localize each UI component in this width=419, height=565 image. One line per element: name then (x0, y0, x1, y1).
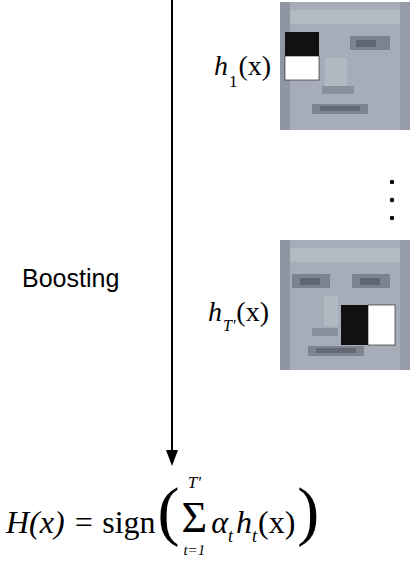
arrow-head (166, 450, 178, 466)
face-image-2 (280, 240, 410, 370)
argument: (x) (258, 506, 295, 538)
boosting-arrow (166, 0, 178, 466)
subscript: t (228, 527, 233, 545)
eye-pupil (300, 278, 320, 285)
argument: (x) (239, 52, 272, 80)
face-edge (400, 240, 410, 370)
face-edge (400, 2, 410, 130)
dot (390, 180, 394, 184)
face-image-1 (280, 2, 410, 130)
formula-paren: ) (297, 478, 319, 544)
formula-function: sign (102, 506, 155, 538)
eye (292, 274, 330, 288)
eye-pupil (356, 40, 376, 47)
eye (350, 36, 390, 50)
dot (390, 216, 394, 220)
mouth-line (316, 348, 356, 353)
arrow-shaft (171, 0, 173, 452)
eye (352, 274, 390, 288)
process-label: Boosting (22, 266, 119, 291)
haar-black (341, 305, 368, 345)
weak-classifier-name: h (214, 52, 228, 80)
nostrils (322, 86, 354, 94)
mouth-line (320, 106, 360, 111)
forehead (290, 10, 400, 24)
formula-paren: ( (158, 478, 180, 544)
formula-head: H(x) = (6, 506, 94, 538)
haar-white (368, 305, 395, 345)
face-edge (280, 240, 290, 370)
haar-white (285, 56, 319, 80)
subscript: T' (223, 318, 235, 334)
face-ground (280, 240, 410, 370)
nose-bridge (325, 58, 347, 88)
weight-symbol: α (211, 506, 228, 538)
ellipsis-dots (390, 180, 394, 220)
nostrils (312, 328, 338, 336)
sum-lower-limit: t=1 (183, 543, 205, 558)
weak-classifier-name: h (236, 506, 252, 538)
mouth (308, 346, 364, 356)
subscript: t (252, 527, 257, 545)
forehead (290, 248, 400, 262)
subscript: 1 (229, 73, 238, 90)
sum-upper-limit: T' (188, 474, 201, 491)
argument: (x) (236, 298, 269, 326)
nose-bridge (324, 296, 338, 326)
sum-symbol: Σ (182, 496, 208, 540)
eye-pupil (360, 278, 380, 285)
weak-classifier-name: h (208, 298, 222, 326)
haar-black (285, 32, 319, 56)
dot (390, 198, 394, 202)
mouth (312, 104, 368, 114)
face-ground (280, 2, 410, 130)
